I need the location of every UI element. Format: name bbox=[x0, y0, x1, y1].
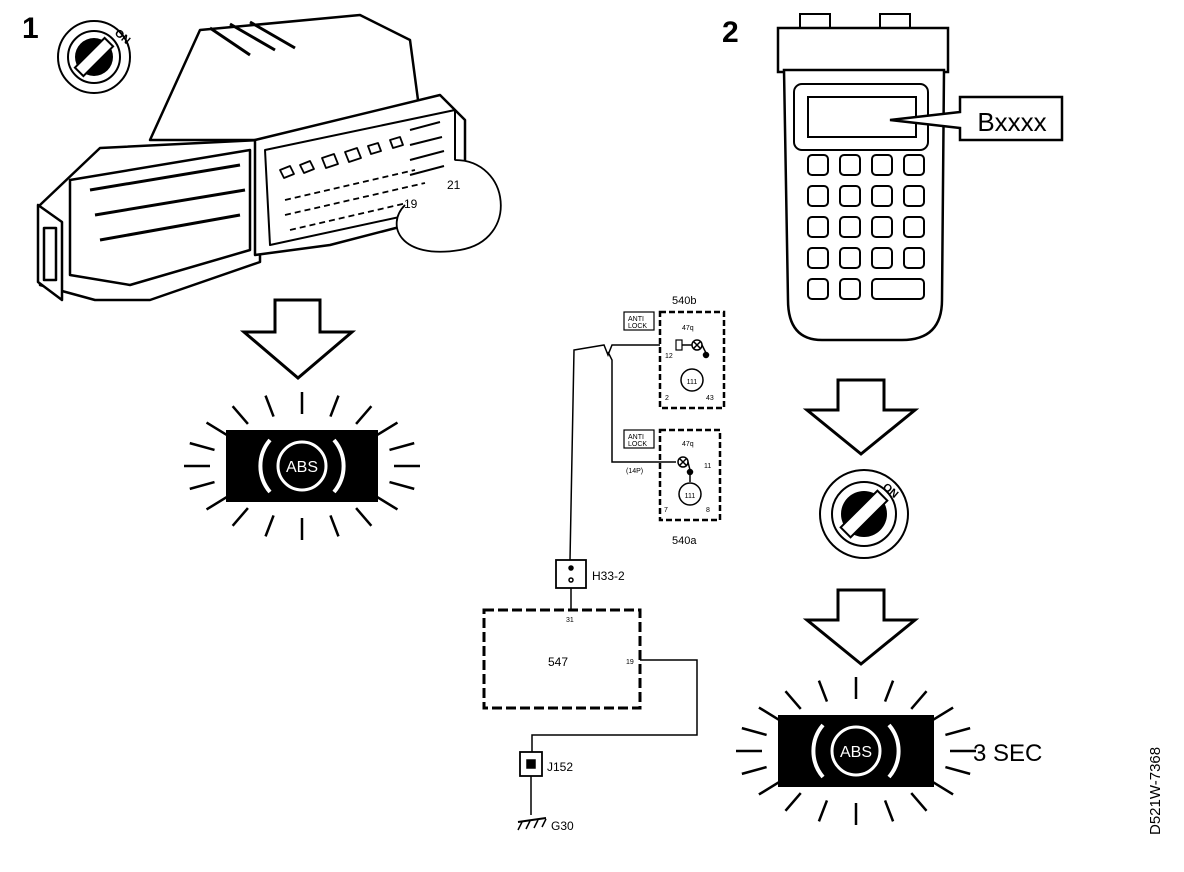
keypad-key bbox=[871, 185, 893, 207]
ground-g30-label: G30 bbox=[551, 819, 574, 833]
keypad-key bbox=[871, 216, 893, 238]
glow-ray bbox=[205, 495, 229, 511]
module-540a-box bbox=[658, 428, 722, 522]
pin-label: 7 bbox=[664, 507, 668, 514]
connector-h33-label: H33-2 bbox=[592, 569, 625, 583]
glow-ray bbox=[375, 495, 399, 511]
lamp-label: 111 bbox=[685, 493, 696, 500]
ecu-547-label: 547 bbox=[548, 655, 568, 669]
module-top-label: 540b bbox=[672, 295, 696, 307]
abs-lamp-text: ABS bbox=[840, 744, 872, 761]
glow-ray bbox=[741, 765, 767, 776]
indicator-label: LOCK bbox=[628, 441, 647, 448]
glow-ray bbox=[883, 680, 895, 702]
resistor-label: 47q bbox=[682, 325, 694, 332]
wiring-circuit bbox=[482, 310, 726, 831]
ecu-connector bbox=[36, 13, 502, 302]
keypad-key bbox=[903, 247, 925, 269]
pin-label: (14P) bbox=[626, 468, 643, 475]
down-arrow-icon bbox=[239, 298, 357, 380]
duration-label: 3 SEC bbox=[973, 740, 1042, 767]
glow-ray bbox=[355, 405, 373, 425]
step-2-number: 2 bbox=[722, 16, 739, 49]
glow-ray bbox=[264, 515, 275, 537]
glow-ray bbox=[758, 706, 781, 722]
resistor-label: 47q bbox=[682, 441, 694, 448]
pin-19-label: 19 bbox=[404, 197, 418, 211]
glow-ray bbox=[389, 480, 415, 491]
ecu-547-box bbox=[482, 608, 642, 710]
keypad-key bbox=[807, 247, 829, 269]
module-bottom-label: 540a bbox=[672, 535, 697, 547]
keypad-key bbox=[807, 185, 829, 207]
glow-ray bbox=[945, 726, 971, 737]
indicator-label: ANTI bbox=[628, 434, 644, 441]
glow-ray bbox=[784, 792, 802, 812]
ecu-pin-label: 31 bbox=[566, 617, 574, 624]
glow-ray bbox=[883, 800, 895, 822]
glow-ray bbox=[231, 405, 249, 425]
indicator-label: LOCK bbox=[628, 323, 647, 330]
glow-ray bbox=[817, 800, 829, 822]
glow-ray bbox=[389, 441, 415, 452]
keypad-key bbox=[871, 154, 893, 176]
abs-warning-lamp: ABS bbox=[184, 392, 420, 540]
glow-ray bbox=[375, 421, 399, 437]
glow-ray bbox=[931, 706, 954, 722]
glow-ray bbox=[741, 726, 767, 737]
glow-ray bbox=[355, 507, 373, 527]
keypad-key bbox=[839, 154, 861, 176]
pin-label: 43 bbox=[706, 395, 714, 402]
keypad-key bbox=[871, 278, 925, 300]
pin-label: 2 bbox=[665, 395, 669, 402]
glow-ray bbox=[205, 421, 229, 437]
pin-21-label: 21 bbox=[447, 178, 461, 192]
abs-warning-lamp: ABS bbox=[736, 677, 976, 825]
pin-label: 8 bbox=[706, 507, 710, 514]
keypad-key bbox=[839, 247, 861, 269]
glow-ray bbox=[758, 780, 781, 796]
glow-ray bbox=[264, 395, 275, 417]
abs-lamp-text: ABS bbox=[286, 459, 318, 476]
module-540b-box bbox=[658, 310, 726, 410]
glow-ray bbox=[931, 780, 954, 796]
down-arrow-icon bbox=[802, 588, 920, 666]
keypad-key bbox=[903, 154, 925, 176]
glow-ray bbox=[910, 690, 928, 710]
connector-j152-label: J152 bbox=[547, 760, 573, 774]
glow-ray bbox=[189, 441, 215, 452]
pin-label: 12 bbox=[665, 353, 673, 360]
keypad-key bbox=[839, 216, 861, 238]
keypad-key bbox=[807, 216, 829, 238]
display-code-text: Bxxxx bbox=[977, 107, 1046, 137]
indicator-label: ANTI bbox=[628, 316, 644, 323]
glow-ray bbox=[189, 480, 215, 491]
keypad-key bbox=[807, 278, 829, 300]
keypad-key bbox=[807, 154, 829, 176]
glow-ray bbox=[784, 690, 802, 710]
step-1-number: 1 bbox=[22, 12, 39, 45]
glow-ray bbox=[910, 792, 928, 812]
keypad-key bbox=[839, 185, 861, 207]
scan-tool bbox=[776, 13, 950, 342]
keypad-key bbox=[839, 278, 861, 300]
glow-ray bbox=[329, 515, 340, 537]
pin-label: 11 bbox=[704, 463, 711, 470]
glow-ray bbox=[329, 395, 340, 417]
display-code-callout: Bxxxx bbox=[889, 95, 1064, 142]
ecu-pin-label: 19 bbox=[626, 659, 634, 666]
glow-ray bbox=[231, 507, 249, 527]
keypad-key bbox=[903, 185, 925, 207]
keypad-key bbox=[871, 247, 893, 269]
ignition-key-icon: ON bbox=[819, 469, 909, 559]
keypad-key bbox=[903, 216, 925, 238]
glow-ray bbox=[817, 680, 829, 702]
lamp-label: 111 bbox=[687, 379, 698, 386]
down-arrow-icon bbox=[802, 378, 920, 456]
ignition-key-icon: ON bbox=[57, 20, 132, 94]
figure-id: D521W-7368 bbox=[1147, 747, 1164, 835]
glow-ray bbox=[945, 765, 971, 776]
